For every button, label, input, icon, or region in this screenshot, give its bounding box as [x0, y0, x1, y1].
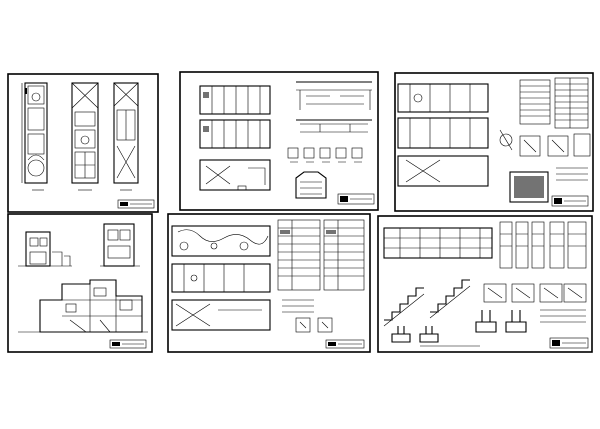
sheet-floor-plans [7, 73, 159, 213]
sheet-elevations-sections [7, 213, 153, 353]
sheet-plans-details [179, 71, 379, 211]
sheet-site-plan-legends [167, 213, 371, 353]
sheet-structural-details [377, 215, 593, 353]
sheet-plans-schedules [394, 72, 594, 212]
